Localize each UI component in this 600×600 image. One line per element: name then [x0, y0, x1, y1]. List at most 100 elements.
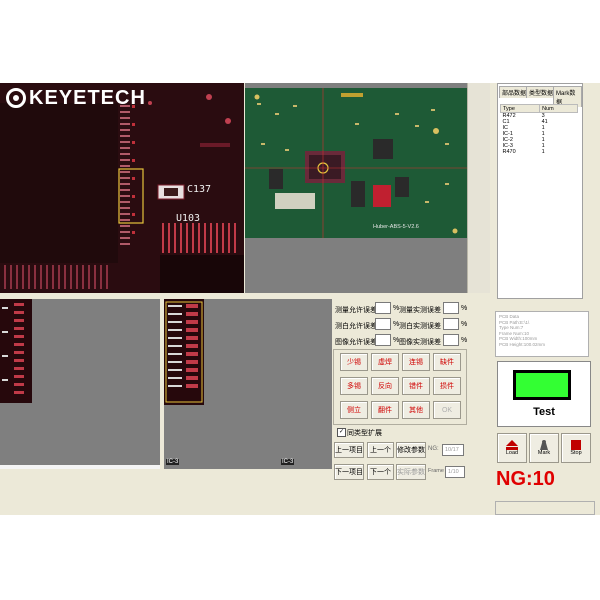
frame-field: 1/10	[445, 466, 465, 478]
test-status-panel: Test	[497, 361, 591, 427]
pcb-overview-image	[245, 88, 467, 238]
defect-button-damaged[interactable]: 损件	[433, 377, 461, 395]
field-unit-2: %	[393, 321, 400, 328]
cell-num: 1	[541, 131, 545, 137]
column-header-num[interactable]: Num	[539, 104, 578, 113]
test-status-indicator	[513, 370, 571, 400]
field-label-2: 测白允许误差	[335, 323, 377, 330]
cell-type: IC	[502, 125, 509, 131]
info-line: PCB Height:100.02mm	[499, 341, 546, 347]
cell-num: 1	[541, 149, 545, 155]
ok-button[interactable]: OK	[433, 401, 461, 419]
stop-label: Stop	[570, 450, 582, 456]
info-line: Type Num:7	[499, 325, 524, 330]
table-row[interactable]: R470 1	[501, 149, 578, 155]
same-type-checkbox[interactable]: ✓	[337, 428, 346, 437]
field-label-3b: 图像实测误差	[399, 339, 441, 346]
live-camera-view: C137 U103	[0, 83, 244, 293]
component-view-left	[0, 299, 160, 469]
ic-lead-image	[164, 299, 204, 405]
mark-button[interactable]: Mark	[529, 433, 559, 463]
field-input-2b[interactable]	[443, 318, 459, 330]
top-view-scrollbar[interactable]	[467, 83, 490, 293]
info-line: PCB Path:E:\1\	[499, 319, 530, 325]
mark-label: Mark	[537, 450, 551, 456]
test-status-label: Test	[533, 406, 555, 418]
ng-field-value: 10/17	[445, 447, 459, 453]
cell-num: 41	[541, 119, 548, 125]
info-line: Frame Num:10	[499, 330, 530, 336]
inspection-control-panel: 测量允许误差 % 测量实测误差 % 测白允许误差 % 测白实测误差 % 图像允许…	[333, 299, 491, 480]
stop-icon	[571, 440, 581, 450]
defect-button-excess-solder[interactable]: 多锡	[340, 377, 368, 395]
defect-button-wrong-part[interactable]: 错件	[402, 377, 430, 395]
field-label-3: 图像允许误差	[335, 339, 377, 346]
defect-button-tombstone[interactable]: 侧立	[340, 401, 368, 419]
prev-item-button[interactable]: 上一项目	[334, 442, 364, 458]
ic-closeup-image	[0, 83, 244, 293]
field-unit-3b: %	[461, 337, 468, 344]
cell-num: 1	[541, 125, 545, 131]
capacitor-label: C137	[187, 184, 212, 195]
stop-button[interactable]: Stop	[561, 433, 591, 463]
cell-type: IC-2	[502, 137, 513, 143]
cell-type: IC-1	[502, 131, 513, 137]
next-item-button[interactable]: 下一项目	[334, 464, 364, 480]
table-row[interactable]: IC-1 1	[501, 131, 578, 137]
load-button[interactable]: Load	[497, 433, 527, 463]
table-row[interactable]: IC 1	[501, 125, 578, 131]
field-input-1b[interactable]	[443, 302, 459, 314]
cell-type: R470	[502, 149, 516, 155]
board-overview: Huber-ABS-5-V2.6	[245, 83, 467, 293]
ic-view-label-right: IC-3	[281, 459, 295, 465]
left-view-bottom-edge	[0, 465, 160, 469]
tab-mark-data[interactable]: Mark数据	[553, 86, 582, 107]
ng-field: 10/17	[442, 444, 464, 456]
field-unit-1: %	[393, 305, 400, 312]
inspection-window: C137 U103 KEYETECH	[0, 83, 600, 515]
modify-params-button[interactable]: 修改参数	[396, 442, 426, 458]
defect-button-group	[333, 349, 467, 425]
defect-button-other[interactable]: 其他	[402, 401, 430, 419]
ng-counter: NG:10	[496, 468, 555, 490]
tab-type-data[interactable]: 类型数据	[526, 86, 557, 98]
defect-button-reversed[interactable]: 反向	[371, 377, 399, 395]
field-input-1[interactable]	[375, 302, 391, 314]
defect-button-missing[interactable]: 缺件	[433, 353, 461, 371]
frame-field-value: 1/10	[448, 469, 459, 475]
sidebar-footer-field	[495, 501, 595, 515]
defect-button-bridge[interactable]: 连锡	[402, 353, 430, 371]
column-header-type[interactable]: Type	[499, 104, 541, 113]
brand-logo: KEYETECH	[5, 87, 146, 109]
component-view-ic: IC-3 IC-3	[164, 299, 332, 469]
cell-num: 1	[541, 143, 545, 149]
frame-field-label: Frame	[428, 468, 444, 474]
field-unit-2b: %	[461, 321, 468, 328]
logo-text: KEYETECH	[29, 86, 146, 109]
field-unit-1b: %	[461, 305, 468, 312]
prev-button[interactable]: 上一个	[367, 442, 394, 458]
table-row[interactable]: IC-2 1	[501, 137, 578, 143]
cell-num: 1	[541, 137, 545, 143]
defect-button-flipped[interactable]: 翻件	[371, 401, 399, 419]
field-input-2[interactable]	[375, 318, 391, 330]
ng-field-label: NG:	[428, 446, 439, 452]
defect-button-cold-joint[interactable]: 虚焊	[371, 353, 399, 371]
actual-params-button[interactable]: 实际参数	[396, 464, 426, 480]
field-input-3b[interactable]	[443, 334, 459, 346]
component-left-image	[0, 299, 32, 403]
board-id-label: Huber-ABS-5-V2.6	[373, 224, 419, 230]
defect-button-insufficient-solder[interactable]: 少锡	[340, 353, 368, 371]
field-input-3[interactable]	[375, 334, 391, 346]
field-label-1b: 测量实测误差	[399, 307, 441, 314]
load-label: Load	[505, 450, 519, 456]
cell-num: 3	[541, 113, 545, 119]
next-button[interactable]: 下一个	[367, 464, 394, 480]
tab-part-data[interactable]: 部品数据	[499, 86, 530, 98]
ic-label: U103	[176, 213, 201, 224]
